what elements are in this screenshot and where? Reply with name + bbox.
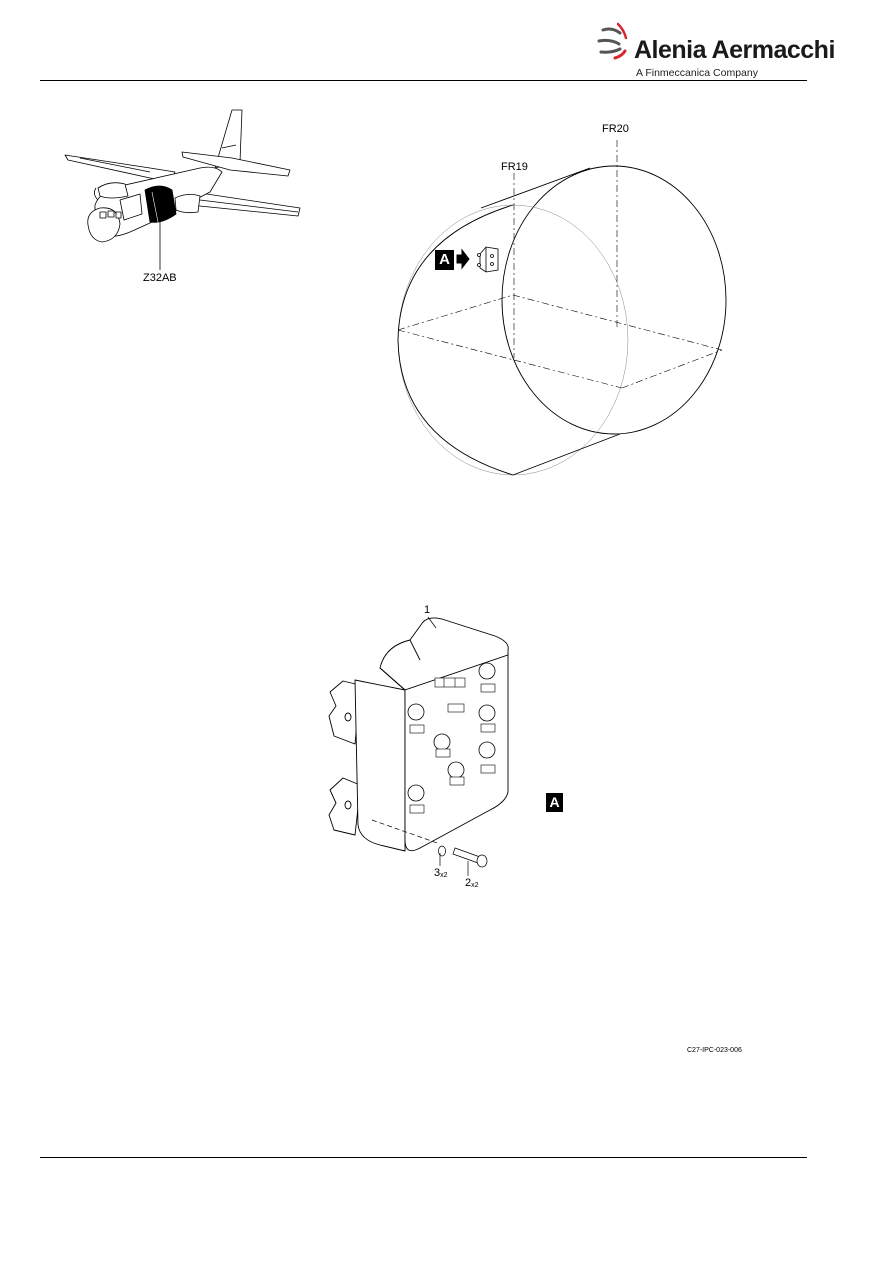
brand-tagline: A Finmeccanica Company xyxy=(636,67,758,79)
view-a-marker-locator: A xyxy=(435,250,454,270)
view-a-marker-detail: A xyxy=(546,793,563,812)
zone-label: Z32AB xyxy=(143,272,177,284)
item-number-1: 1 xyxy=(424,604,431,616)
footer-rule xyxy=(40,1157,807,1158)
header-rule xyxy=(40,80,807,81)
figure-code: C27-IPC-023-006 xyxy=(687,1047,742,1054)
frame-label-fr19: FR19 xyxy=(501,161,528,173)
frame-label-fr20: FR20 xyxy=(602,123,629,135)
item-number-2: 2x2 xyxy=(465,877,479,889)
item-number-3: 3x2 xyxy=(434,867,448,879)
alenia-swoosh-icon xyxy=(597,22,628,60)
brand-name: Alenia Aermacchi xyxy=(634,36,835,64)
